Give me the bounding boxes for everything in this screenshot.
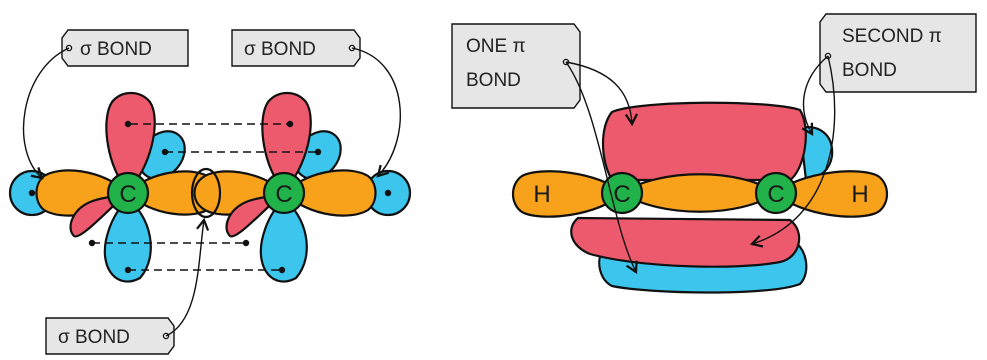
label-one-pi-bond-line2: BOND	[466, 70, 521, 91]
arrow-sigma-bottom	[165, 217, 210, 337]
label-sigma-bond-bottom-text: σ BOND	[58, 327, 130, 348]
hydrogen-label-right: H	[851, 181, 868, 208]
left-orbital-diagram: C C σ BOND σ BOND σ BOND	[8, 29, 412, 355]
hydrogen-label-left: H	[533, 181, 550, 208]
label-one-pi-bond-line1: ONE π	[466, 36, 526, 57]
label-sigma-bond-bottom: σ BOND	[45, 317, 175, 355]
label-second-pi-bond: SECOND π BOND	[819, 13, 977, 93]
blue-lobe-left-lower	[103, 198, 152, 283]
carbon-atom-left	[106, 171, 150, 215]
right-orbital-diagram: H H C C ONE π BOND SECOND π BOND	[451, 13, 977, 294]
red-lobe-left-lower	[69, 194, 126, 238]
sigma-overlap-ring	[190, 167, 222, 219]
red-lobe-right-lower	[225, 194, 282, 238]
arrow-second-pi-to-back	[801, 55, 829, 136]
arrow-sigma-top-left	[22, 47, 70, 180]
carbon-label-pi-right: C	[767, 181, 784, 208]
label-sigma-bond-top-right: σ BOND	[231, 29, 361, 67]
label-second-pi-bond-line2: BOND	[842, 60, 897, 81]
label-one-pi-bond: ONE π BOND	[451, 23, 581, 109]
orange-lobe-right-outer	[282, 169, 377, 217]
arrow-one-pi-to-bottom	[565, 61, 638, 275]
carbon-atom-right	[262, 171, 306, 215]
carbon-label-left: C	[119, 181, 136, 208]
carbon-label-right: C	[275, 181, 292, 208]
carbon-label-pi-left: C	[613, 181, 630, 208]
label-second-pi-bond-line1: SECOND π	[842, 26, 942, 47]
arrow-second-pi-to-lower	[749, 55, 836, 248]
label-sigma-bond-top-right-text: σ BOND	[244, 39, 316, 60]
label-sigma-bond-top-left: σ BOND	[61, 29, 189, 67]
blue-lobe-right-lower	[259, 198, 308, 283]
label-sigma-bond-top-left-text: σ BOND	[80, 39, 152, 60]
electron-dots-left	[28, 120, 392, 274]
arrow-sigma-top-right	[351, 47, 402, 178]
arrow-one-pi-to-top	[565, 61, 639, 127]
pi-bond-red-upper	[602, 101, 807, 182]
red-lobe-left-upper	[105, 91, 156, 192]
orange-lobe-hydrogen-left	[511, 170, 624, 218]
red-lobe-right-upper	[261, 91, 312, 192]
carbon-atom-pi-right	[754, 171, 798, 215]
carbon-atom-pi-left	[600, 171, 644, 215]
